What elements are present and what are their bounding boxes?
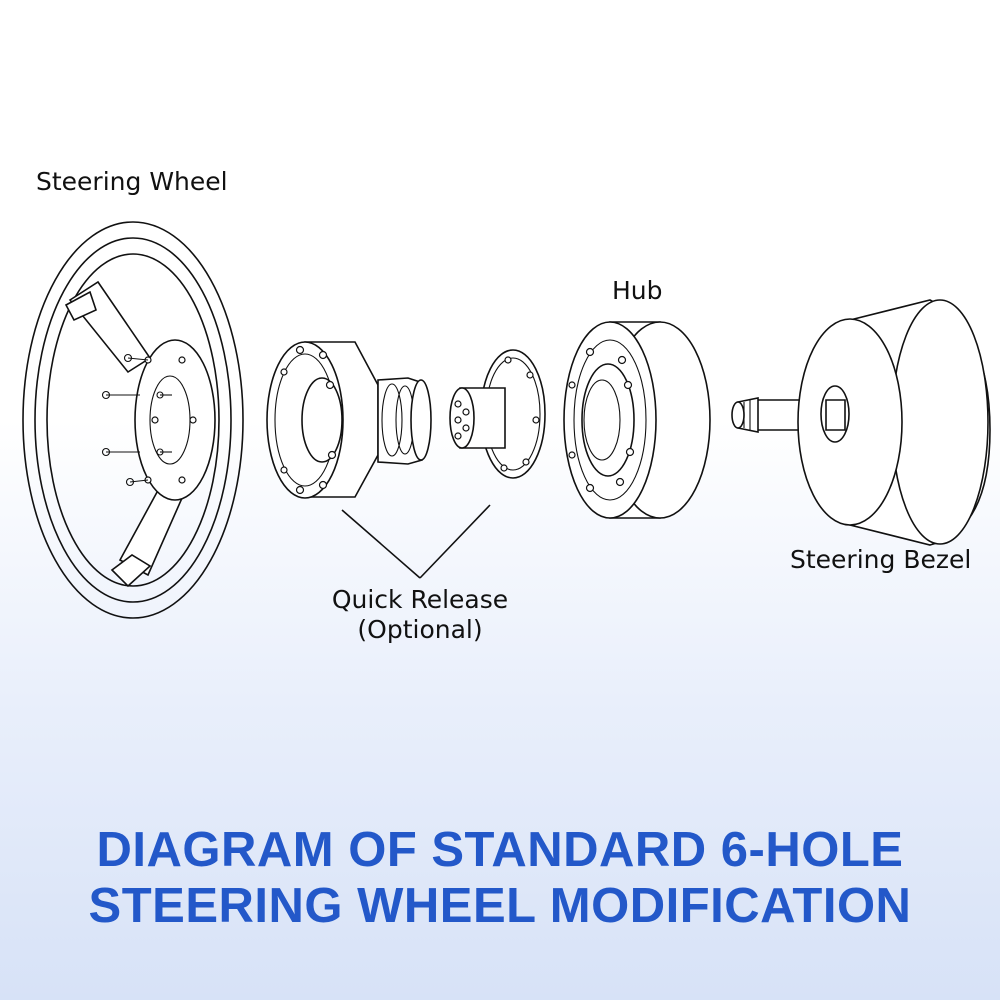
steering-bezel-drawing [797,299,991,546]
quick-release-callout-lines [341,504,491,579]
steering-bezel-label: Steering Bezel [790,545,972,574]
hub-label: Hub [612,276,663,305]
quick-release-label-line2: (Optional) [357,615,483,644]
quick-release-body-drawing [266,341,432,499]
quick-release-label-line1: Quick Release [331,585,509,614]
quick-release-label: Quick Release (Optional) [330,585,510,645]
hub-drawing [563,321,711,519]
title-line-2: STEERING WHEEL MODIFICATION [88,879,912,933]
steering-wheel-label: Steering Wheel [36,167,228,196]
quick-release-adapter-drawing [449,349,546,479]
title-line-1: DIAGRAM OF STANDARD 6-HOLE [96,823,904,877]
page-title: DIAGRAM OF STANDARD 6-HOLE STEERING WHEE… [0,822,1000,934]
steering-wheel-drawing [22,221,244,619]
